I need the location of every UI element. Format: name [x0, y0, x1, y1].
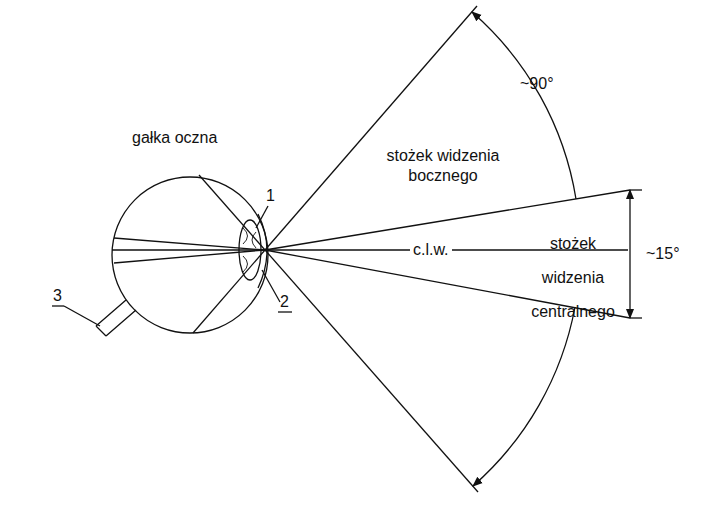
callout-underline [278, 311, 292, 312]
callout-number: 1 [266, 186, 275, 206]
leader-line [262, 270, 280, 302]
callout-underline [52, 305, 64, 306]
lateral-cone-edge [265, 6, 477, 250]
angle-arc [472, 12, 576, 199]
dimension-tick [630, 317, 642, 318]
ray-line [199, 175, 265, 250]
callout-number: 3 [53, 286, 62, 306]
part-label: gałka oczna [132, 128, 217, 148]
callout-number: 2 [280, 292, 289, 312]
leader-line [256, 206, 268, 228]
angle-dimension [629, 190, 630, 318]
ray-line [114, 250, 265, 263]
angle-label: ~90° [520, 74, 554, 94]
angle-arc [473, 307, 575, 486]
dimension-tick [630, 189, 642, 190]
visual-axis [112, 249, 520, 250]
ray-line [193, 250, 265, 333]
region-label: stożek widzenia centralnego [520, 227, 626, 329]
eyeball-outline [112, 177, 268, 333]
angle-label: ~15° [646, 244, 680, 264]
axis-label: c.l.w. [410, 240, 452, 260]
lateral-cone-edge [265, 250, 478, 492]
optic-nerve [96, 300, 136, 336]
region-label: stożek widzenia bocznego [368, 146, 518, 186]
leader-line [64, 306, 100, 326]
ray-line [114, 238, 265, 250]
